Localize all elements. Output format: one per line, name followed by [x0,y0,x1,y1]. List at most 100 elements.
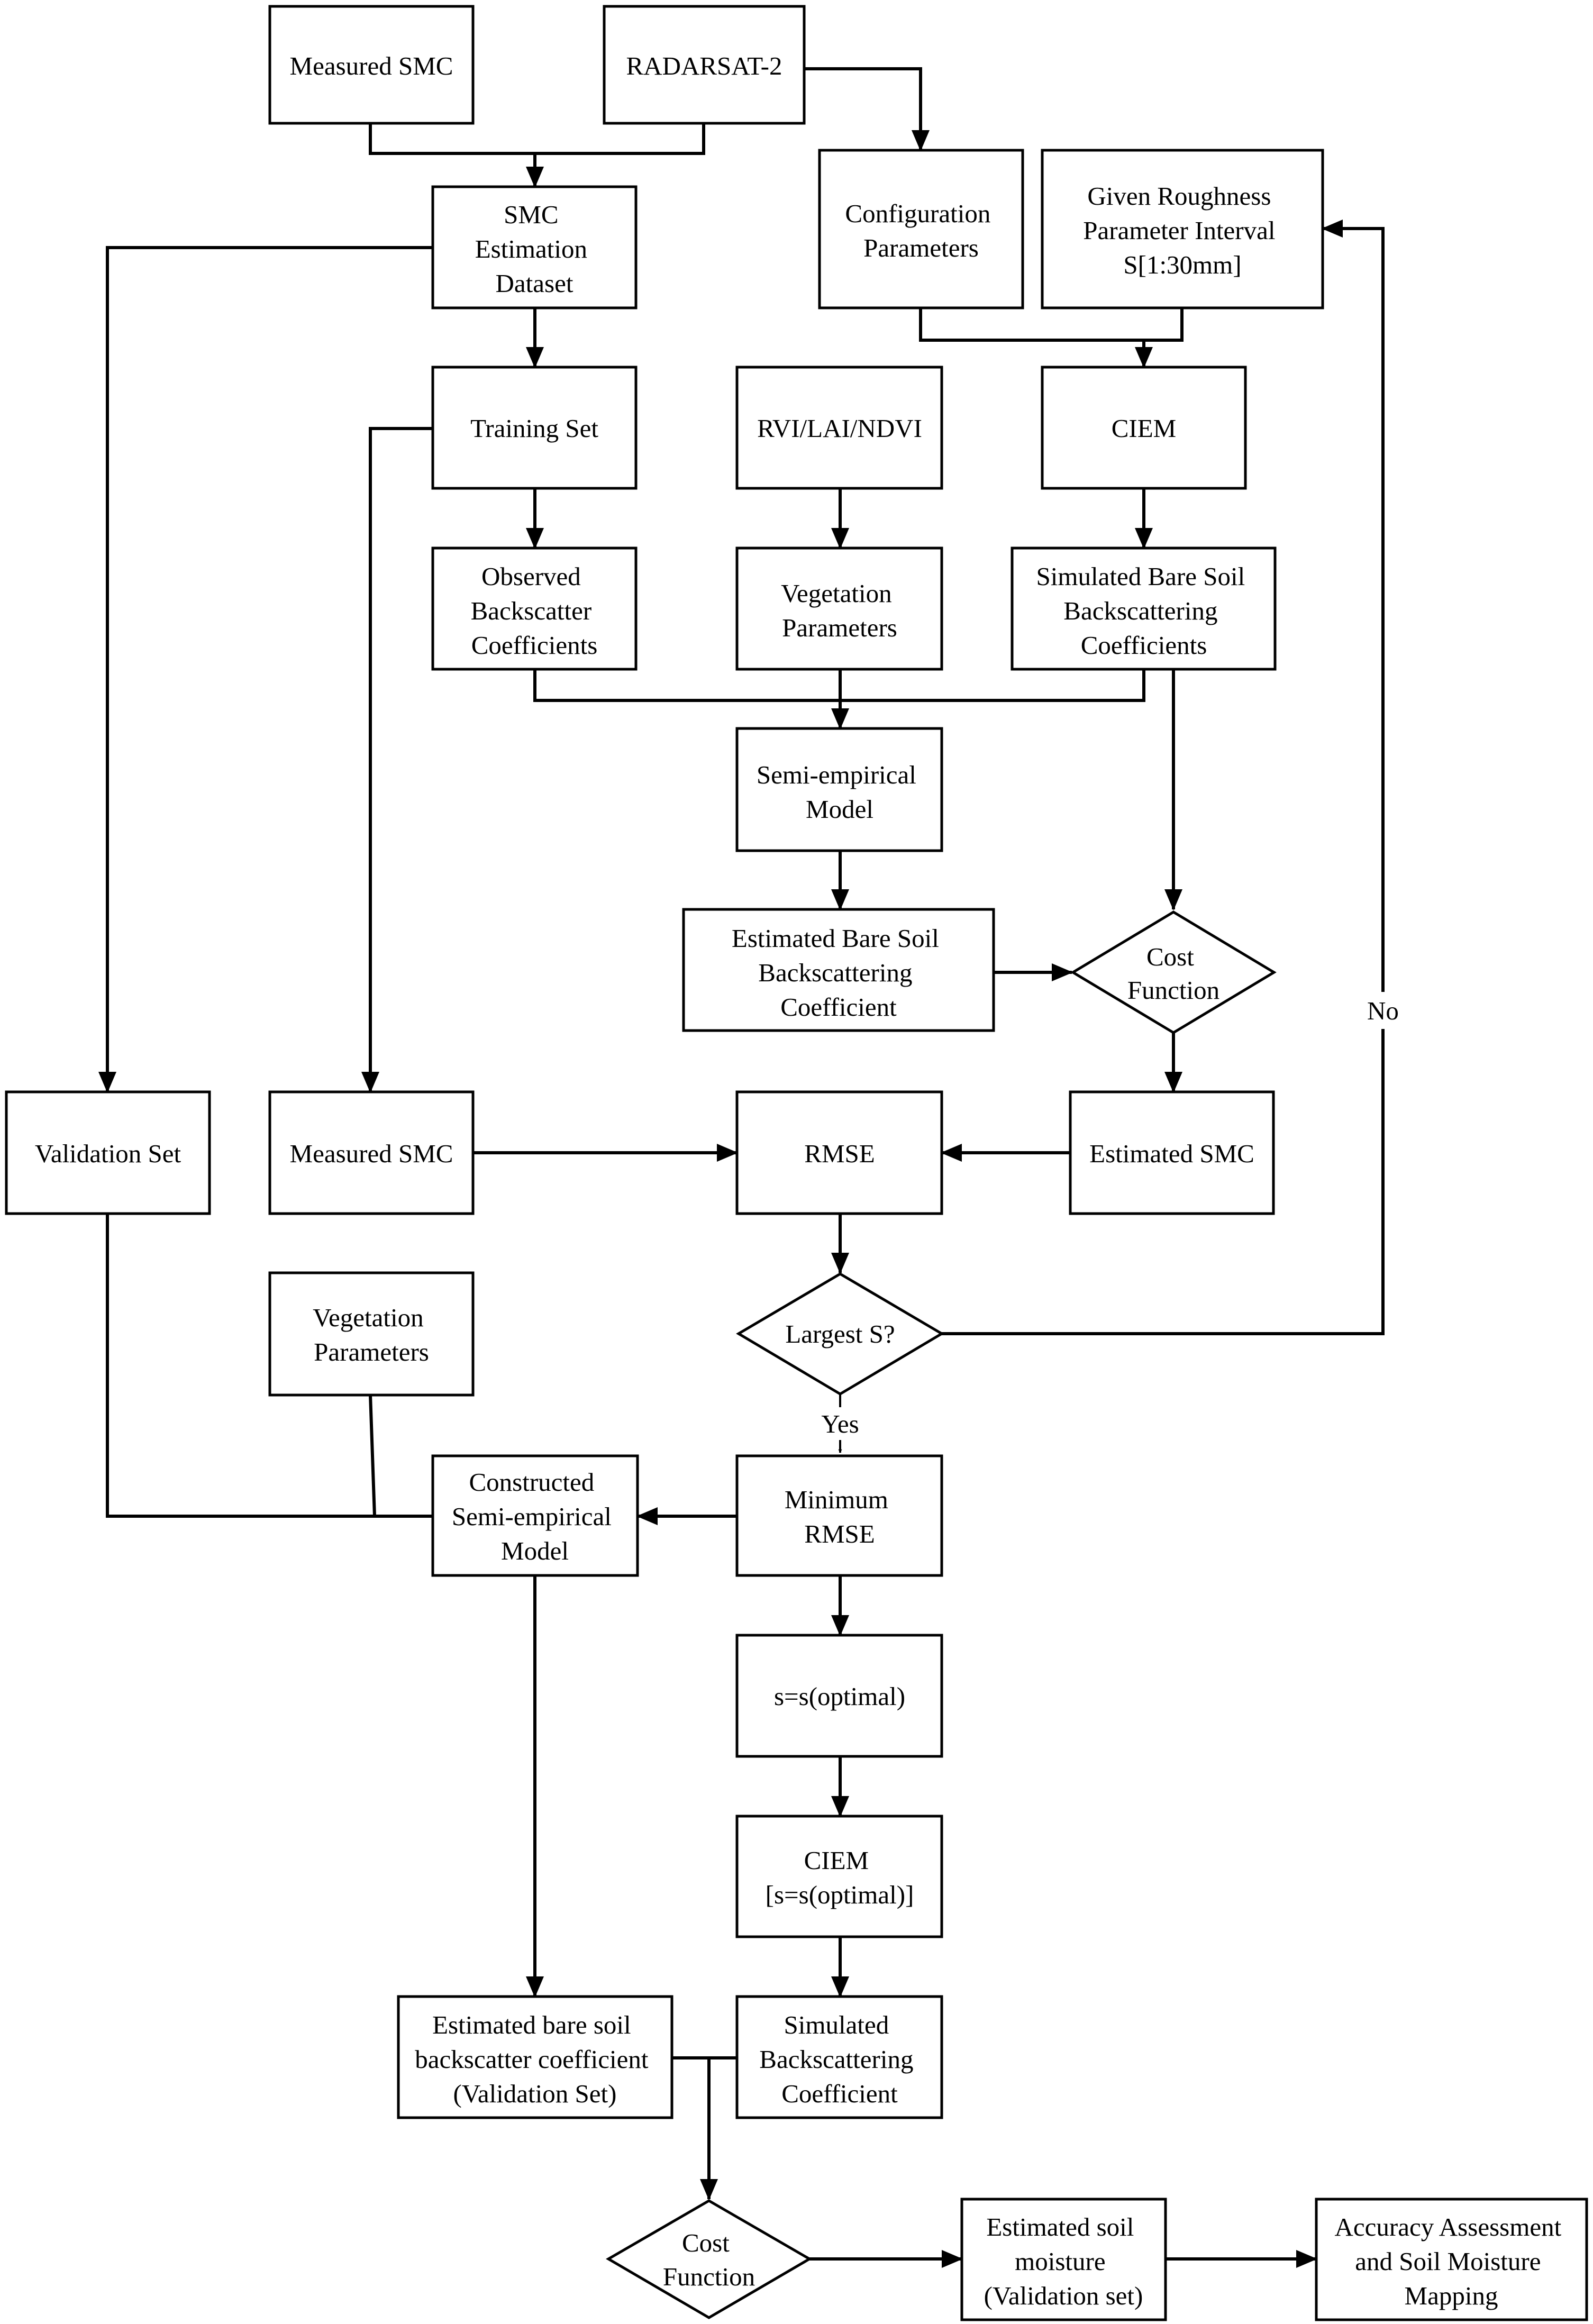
label-line: CIEM [804,1846,869,1875]
node-vegetation-params-top: Vegetation Parameters [735,546,943,671]
edge-vegetation-bottom-to-constructed [369,1395,376,1517]
label-line: Coefficients [471,631,598,660]
label-line: Parameter Interval [1083,216,1275,245]
edge-measured-smc-to-dataset [369,123,705,155]
label-line: Coefficient [780,992,897,1022]
label-line: Backscattering [759,2045,913,2074]
edge-dataset-to-validation [98,246,433,1093]
node-accuracy-assessment: Accuracy Assessment and Soil Moisture Ma… [1315,2198,1588,2321]
label-line: Parameters [863,233,979,262]
label-line: Minimum [785,1485,888,1514]
label-line: Estimated SMC [1089,1139,1254,1168]
node-config-params: Configuration Parameters [818,149,1024,309]
edge-config-roughness-to-ciem [919,308,1184,342]
label-line: Measured SMC [290,51,453,80]
connectors [98,67,1385,2268]
label-line: Cost [1146,942,1194,971]
label-line: Simulated [784,2010,889,2039]
node-s-optimal-label: s=s(optimal) [774,1682,905,1711]
label-line: RADARSAT-2 [626,51,782,80]
node-rvi-lai-ndvi: RVI/LAI/NDVI [735,366,943,490]
node-estimated-smc: Estimated SMC [1069,1090,1275,1215]
label-line: moisture [1015,2247,1105,2276]
node-accuracy-assessment-label: Accuracy Assessment and Soil Moisture Ma… [1335,2212,1568,2310]
label-line: Observed [481,562,581,591]
node-radarsat: RADARSAT-2 [603,5,806,125]
label-line: Vegetation [781,579,892,608]
label-line: RMSE [804,1139,875,1168]
node-simulated-bare-soil-label: Simulated Bare Soil Backscattering Coeff… [1036,562,1252,660]
edge-label-no-background [1364,992,1402,1029]
label-line: Estimated Bare Soil [732,924,939,953]
label-line: Parameters [782,613,897,642]
label-line: Backscattering [758,958,912,987]
label-line: Dataset [496,269,574,298]
node-ciem-top: CIEM [1041,366,1247,490]
label-line: (Validation Set) [453,2079,617,2108]
label-line: Simulated Bare Soil [1036,562,1245,591]
node-vegetation-params-top-label: Vegetation Parameters [781,579,898,642]
label-line: Estimated soil [986,2212,1134,2241]
label-line: Vegetation [313,1303,424,1332]
node-largest-s-label: Largest S? [785,1319,895,1348]
label-line: Backscattering [1063,596,1217,625]
label-line: Measured SMC [290,1139,453,1168]
node-config-params-label: Configuration Parameters [845,199,997,262]
label-line: Function [1127,976,1219,1005]
node-constructed-model-label: Constructed Semi-empirical Model [452,1468,618,1565]
node-ciem-optimal: CIEM [s=s(optimal)] [735,1815,943,1938]
edge-radarsat-to-config [804,67,930,151]
label-line: SMC [504,200,559,229]
node-ciem-top-label: CIEM [1112,414,1177,443]
node-semi-empirical-model-label: Semi-empirical Model [757,760,923,824]
node-rvi-lai-ndvi-label: RVI/LAI/NDVI [757,414,922,443]
edge-label-yes-background [816,1407,864,1440]
label-line: RVI/LAI/NDVI [757,414,922,443]
node-ciem-optimal-label: CIEM [s=s(optimal)] [766,1846,914,1909]
label-line: Coefficients [1081,631,1207,660]
node-simulated-backscattering-label: Simulated Backscattering Coefficient [759,2010,920,2108]
label-line: Mapping [1405,2281,1498,2310]
label-line: Estimation [475,234,587,263]
label-line: Function [663,2262,755,2291]
label-line: backscatter coefficient [415,2045,649,2074]
label-line: Semi-empirical [757,760,916,789]
node-estimated-bare-validation: Estimated bare soil backscatter coeffici… [397,1995,673,2119]
node-training-set-label: Training Set [470,414,598,443]
label-line: S[1:30mm] [1123,250,1241,279]
node-validation-set-label: Validation Set [35,1139,181,1168]
node-measured-smc-mid-label: Measured SMC [290,1139,453,1168]
label-line: Given Roughness [1087,181,1271,211]
node-estimated-soil-moisture: Estimated soil moisture (Validation set) [960,2198,1167,2321]
node-rmse: RMSE [735,1090,943,1215]
node-measured-smc-top: Measured SMC [268,5,475,125]
node-measured-smc-top-label: Measured SMC [290,51,453,80]
label-line: and Soil Moisture [1355,2247,1541,2276]
node-s-optimal: s=s(optimal) [735,1634,943,1758]
label-line: Configuration [845,199,990,228]
edge-label-no: No [1367,996,1399,1025]
node-measured-smc-mid: Measured SMC [268,1090,475,1215]
node-constructed-model: Constructed Semi-empirical Model [431,1454,639,1577]
label-line: Semi-empirical [452,1502,612,1531]
node-roughness-interval-label: Given Roughness Parameter Interval S[1:3… [1083,181,1281,279]
edge-label-yes: Yes [821,1409,859,1438]
edge-validation-to-constructed [106,1214,433,1518]
node-minimum-rmse-label: Minimum RMSE [785,1485,895,1548]
node-rmse-label: RMSE [804,1139,875,1168]
label-line: Constructed [469,1468,594,1497]
node-vegetation-params-bottom-label: Vegetation Parameters [313,1303,430,1366]
node-smc-dataset-label: SMC Estimation Dataset [475,200,594,298]
label-line: Accuracy Assessment [1335,2212,1562,2241]
node-cost-function-bottom: Cost Function [606,2199,812,2319]
node-observed-backscatter-label: Observed Backscatter Coefficients [471,562,598,660]
label-line: CIEM [1112,414,1177,443]
node-simulated-bare-soil: Simulated Bare Soil Backscattering Coeff… [1011,546,1277,671]
node-minimum-rmse: Minimum RMSE [735,1454,943,1577]
node-cost-function-bottom-label: Cost Function [663,2228,755,2291]
node-cost-function-top: Cost Function [1070,910,1277,1034]
node-largest-s: Largest S? [736,1272,944,1396]
label-line: RMSE [804,1519,875,1548]
node-validation-set: Validation Set [5,1090,211,1215]
